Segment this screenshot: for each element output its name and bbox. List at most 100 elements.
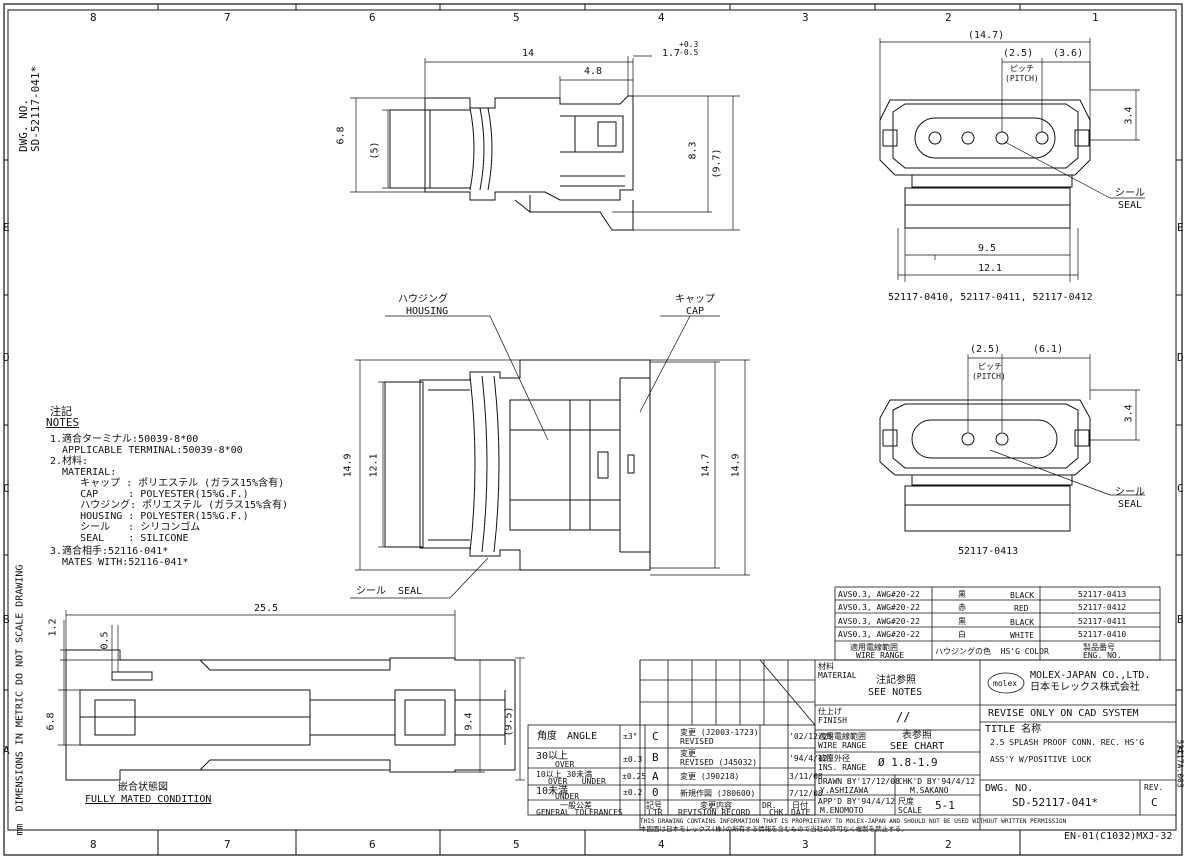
fv1-seal-en: SEAL — [1118, 200, 1143, 211]
tol-row3-en: UNDER — [555, 792, 580, 801]
pt-hdr-wire-jp: 適用電線範囲 — [850, 643, 898, 652]
fv1-dim-2-5: (2.5) — [1003, 48, 1034, 59]
notes-title-en: NOTES — [46, 416, 80, 429]
sv-dim-14-7: 14.7 — [700, 453, 712, 478]
dim-5: (5) — [369, 141, 381, 160]
mv-caption-jp: 嵌合状態図 — [118, 782, 168, 793]
pt-row1-color-jp: 黒 — [958, 590, 966, 599]
notes-line-12: MATES WITH:52116-041* — [50, 557, 189, 568]
notes-line-11: 3.適合相手:52116-041* — [50, 546, 169, 557]
col-label-4: 4 — [658, 11, 665, 24]
row-label-right-c: C — [1177, 482, 1184, 495]
rev-row4-date: 7/12/08 — [789, 789, 823, 798]
notes-line-8: HOUSING : POLYESTER(15%G.F.) — [50, 511, 249, 522]
tb-dwg-label: DWG. NO. — [985, 783, 1034, 794]
pt-row1-part: 52117-0413 — [1078, 590, 1127, 599]
tb-revise-note: REVISE ONLY ON CAD SYSTEM — [988, 708, 1139, 719]
col-label-bottom-7: 7 — [224, 838, 231, 851]
mv-dim-9-5: (9.5) — [503, 706, 515, 737]
pt-row3-part: 52117-0411 — [1078, 617, 1127, 626]
tb-appd: APP'D BY'94/4/12 — [818, 797, 896, 806]
dim-8-3: 8.3 — [687, 141, 699, 160]
dim-14: 14 — [522, 48, 535, 59]
tb-scale-en: SCALE — [898, 806, 923, 815]
col-label-bottom-6: 6 — [369, 838, 376, 851]
mv-dim-9-4: 9.4 — [463, 712, 475, 731]
rev-hdr-date-jp: 日付 — [792, 801, 808, 810]
sv-dim-12-1: 12.1 — [368, 453, 380, 478]
pt-row1-wire: AVS0.3, AWG#20-22 — [838, 590, 920, 599]
notes-line-3: 2.材料: — [50, 456, 89, 467]
margin-form-code: 52117A.003 — [1175, 739, 1185, 788]
footer-proprietary-en: THIS DRAWING CONTAINS INFORMATION THAT I… — [640, 818, 1067, 825]
row-label-right-d: D — [1177, 351, 1184, 364]
housing-label-jp: ハウジング — [398, 294, 448, 305]
front-view-4pin-dimensions — [879, 38, 1145, 282]
pt-row4-wire: AVS0.3, AWG#20-22 — [838, 630, 920, 639]
tol-row2-en: OVER UNDER — [548, 777, 606, 786]
row-label-b: B — [3, 613, 10, 626]
notes-title-jp: 注記 — [50, 405, 72, 418]
col-label-5: 5 — [513, 11, 520, 24]
pt-row2-part: 52117-0412 — [1078, 603, 1127, 612]
row-label-e: E — [3, 221, 10, 234]
notes-line-6: CAP : POLYESTER(15%G.F.) — [50, 489, 249, 500]
fv2-caption: 52117-0413 — [958, 546, 1019, 557]
notes-line-1: 1.適合ターミナル:50039-8*00 — [50, 434, 199, 445]
tb-wire-range-jp: 適用電線範囲 — [818, 732, 866, 741]
rev-hdr-chk: CHK. — [769, 808, 789, 817]
pt-hdr-part-jp: 製品番号 — [1083, 643, 1115, 652]
tb-finish-val: // — [896, 710, 911, 724]
notes-line-9: シール : シリコンゴム — [50, 522, 201, 533]
pt-hdr-wire-en: WIRE RANGE — [856, 651, 905, 660]
tb-wire-range-en: WIRE RANGE — [818, 741, 867, 750]
mated-view-dimensions — [58, 610, 525, 781]
tol-minus: -0.5 — [679, 48, 699, 57]
pt-row4-color-jp: 白 — [958, 630, 966, 639]
rev-row2-desc-en: REVISED (J45032) — [680, 758, 758, 767]
pt-row3-color-en: BLACK — [1010, 618, 1035, 627]
fv1-pitch-jp: ピッチ — [1010, 64, 1034, 73]
tb-ins-range-en: INS. RANGE — [818, 763, 867, 772]
tol-row2-val: ±0.25 — [622, 772, 647, 781]
rev-row4-mark: 0 — [652, 786, 659, 799]
dim-6-8: 6.8 — [335, 126, 347, 145]
tb-see-notes-jp: 注記参照 — [876, 675, 916, 686]
tol-general-en: GENERAL TOLERANCES — [536, 808, 623, 817]
pt-row2-wire: AVS0.3, AWG#20-22 — [838, 603, 920, 612]
cap-label-en: CAP — [686, 306, 705, 317]
col-label-bottom-3: 3 — [802, 838, 809, 851]
pt-row3-color-jp: 黒 — [958, 617, 966, 626]
tb-material-jp: 材料 — [818, 662, 834, 671]
tol-plus: +0.3 — [679, 40, 699, 49]
tol-row3-val: ±0.2 — [623, 788, 643, 797]
tol-angle-val: ±3° — [623, 732, 638, 741]
tol-angle-jp: 角度 — [537, 731, 557, 742]
notes-line-5: キャップ : ポリエステル (ガラス15%含有) — [50, 478, 285, 489]
col-label-2: 2 — [945, 11, 952, 24]
tb-rev-label: REV. — [1144, 783, 1164, 792]
tol-row3-jp: 10未満 — [536, 786, 569, 797]
fv2-dim-6-1: (6.1) — [1033, 344, 1064, 355]
row-label-right-b: B — [1177, 613, 1184, 626]
footer-proprietary-jp: 本図面は日本モレックス(株)の所有する情報を含むもので当社の許可なく複製を禁止す… — [640, 825, 908, 833]
tb-ins-range-val: Ø 1.8-1.9 — [878, 756, 938, 769]
mv-dim-25-5: 25.5 — [254, 603, 279, 614]
title-block-grid — [527, 659, 1177, 831]
mv-dim-6-8: 6.8 — [45, 712, 57, 731]
col-label-bottom-4: 4 — [658, 838, 665, 851]
tb-drawn-name: Y.ASHIZAWA — [820, 786, 869, 795]
dim-9-7: (9.7) — [711, 148, 723, 179]
tb-ins-range-jp: 被覆外径 — [818, 754, 850, 763]
tb-drawn: DRAWN BY'17/12/08 — [818, 777, 900, 786]
col-label-8: 8 — [90, 11, 97, 24]
sv-seal-label: シール SEAL — [356, 586, 423, 597]
col-label-bottom-8: 8 — [90, 838, 97, 851]
rev-row1-mark: C — [652, 730, 659, 743]
col-label-bottom-2: 2 — [945, 838, 952, 851]
dim-1-7: 1.7 — [662, 48, 681, 59]
tb-rev-val: C — [1151, 796, 1158, 809]
rev-hdr-desc-en: REVISION RECORD — [678, 808, 751, 817]
tb-see-notes-en: SEE NOTES — [868, 687, 923, 698]
